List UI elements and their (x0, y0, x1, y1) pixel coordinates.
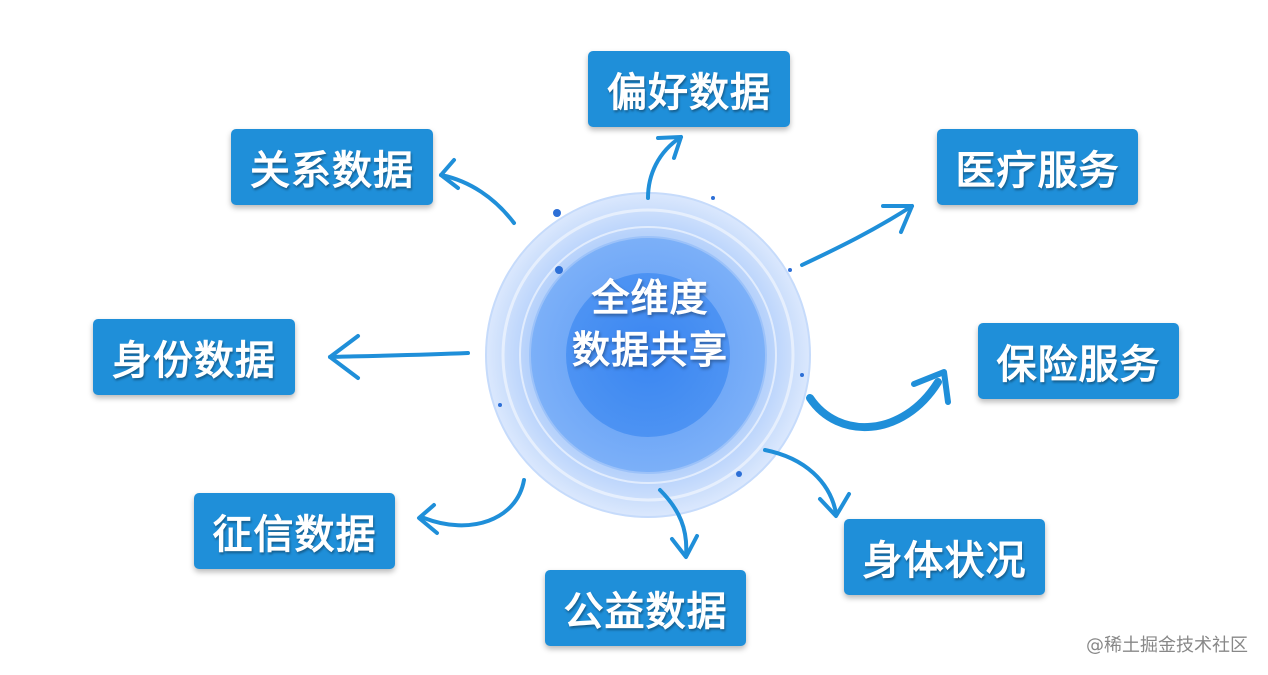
arrow-to-credit (417, 478, 526, 535)
arrow-to-preference (646, 135, 683, 200)
node-preference-data: 偏好数据 (588, 51, 790, 127)
arrow-to-insurance (806, 369, 951, 431)
center-label: 全维度 数据共享 (540, 272, 760, 376)
center-label-line2: 数据共享 (571, 328, 728, 372)
node-charity-data: 公益数据 (545, 570, 746, 646)
arrow-to-charity (658, 488, 699, 559)
node-credit-data: 征信数据 (194, 493, 395, 569)
node-medical-service: 医疗服务 (937, 129, 1138, 205)
watermark: @稀土掘金技术社区 (1086, 635, 1248, 656)
arrow-to-relationship (439, 158, 516, 225)
node-identity-data: 身份数据 (93, 319, 295, 395)
arrow-to-identity (328, 334, 470, 380)
node-relationship-data: 关系数据 (231, 129, 433, 205)
node-insurance-service: 保险服务 (978, 323, 1179, 399)
arrow-to-physical (763, 448, 851, 518)
node-physical-condition: 身体状况 (844, 519, 1045, 595)
center-circle (485, 192, 811, 518)
center-label-line1: 全维度 (591, 276, 709, 320)
arrow-to-medical (800, 204, 914, 267)
